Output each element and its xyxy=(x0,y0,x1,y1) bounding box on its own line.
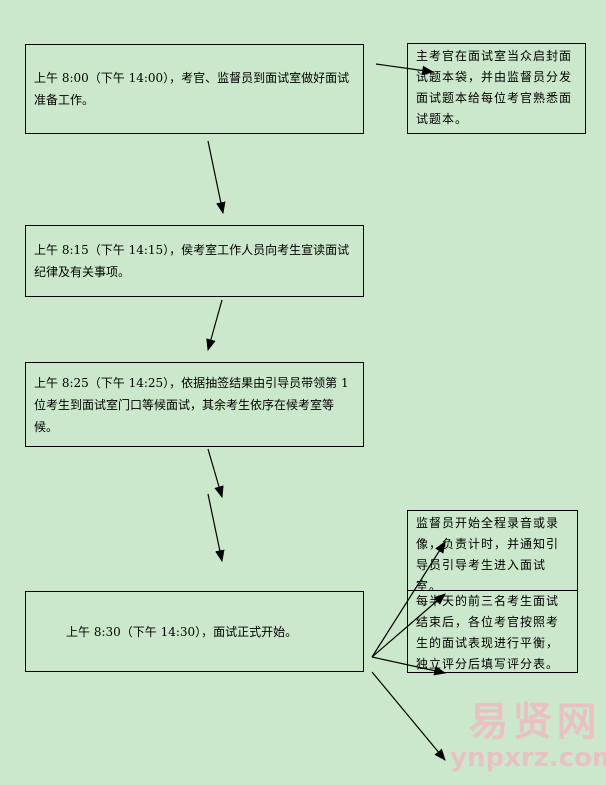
note-1-box: 主考官在面试室当众启封面试题本袋，并由监督员分发面试题本给每位考官熟悉面试题本。 xyxy=(407,43,586,134)
arrow xyxy=(207,493,225,563)
arrow xyxy=(371,656,447,676)
step-3-box: 上午 8:25（下午 14:25），依据抽签结果由引导员带领第 1 位考生到面试… xyxy=(25,362,364,447)
note-3-text: 每半天的前三名考生面试结束后，各位考官按照考生的面试表现进行平衡，独立评分后填写… xyxy=(416,594,560,671)
arrow xyxy=(207,140,226,215)
note-2-text: 监督员开始全程录音或录像，负责计时，并通知引导员引导考生进入面试室。 xyxy=(416,516,560,593)
step-4-box: 上午 8:30（下午 14:30），面试正式开始。 xyxy=(25,591,364,672)
step-1-box: 上午 8:00（下午 14:00），考官、监督员到面试室做好面试准备工作。 xyxy=(25,44,364,134)
arrow xyxy=(375,63,435,76)
step-1-text: 上午 8:00（下午 14:00），考官、监督员到面试室做好面试准备工作。 xyxy=(34,71,350,107)
note-3-box: 每半天的前三名考生面试结束后，各位考官按照考生的面试表现进行平衡，独立评分后填写… xyxy=(407,590,578,673)
step-2-box: 上午 8:15（下午 14:15），侯考室工作人员向考生宣读面试纪律及有关事项。 xyxy=(25,225,364,297)
step-4-text: 上午 8:30（下午 14:30），面试正式开始。 xyxy=(66,624,298,639)
note-1-text: 主考官在面试室当众启封面试题本袋，并由监督员分发面试题本给每位考官熟悉面试题本。 xyxy=(416,49,573,126)
step-2-text: 上午 8:15（下午 14:15），侯考室工作人员向考生宣读面试纪律及有关事项。 xyxy=(34,243,350,279)
arrow xyxy=(371,671,446,761)
arrow xyxy=(371,540,446,658)
arrow xyxy=(371,593,446,658)
step-3-text: 上午 8:25（下午 14:25），依据抽签结果由引导员带领第 1 位考生到面试… xyxy=(34,375,349,434)
arrow xyxy=(206,299,223,352)
arrow xyxy=(207,448,224,499)
